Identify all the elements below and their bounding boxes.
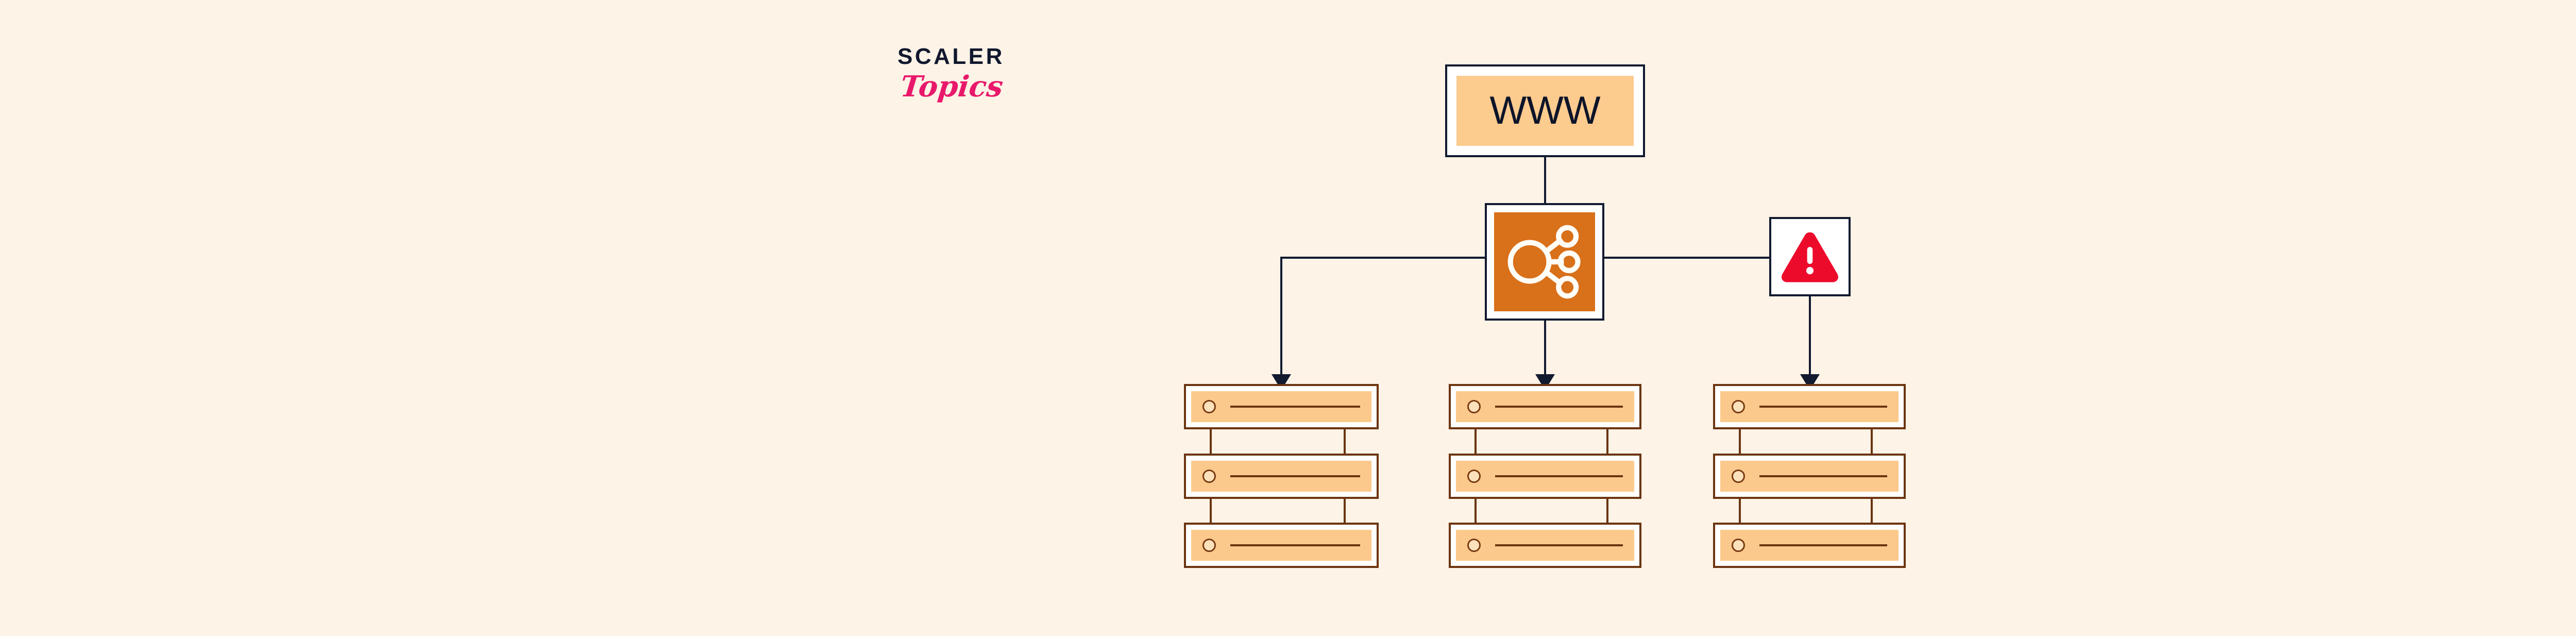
load-balancer-node[interactable] (1485, 203, 1604, 321)
server-rack-2-3-slot-line (1495, 544, 1623, 546)
server-rack-1-2[interactable] (1184, 454, 1379, 499)
server-rack-1-2-led-icon (1202, 470, 1216, 483)
server-stack-1 (1184, 384, 1379, 568)
rack-connector-1-left-a (1210, 429, 1212, 454)
server-rack-1-2-fill (1191, 461, 1371, 492)
server-rack-1-1-slot-line (1230, 406, 1360, 408)
server-rack-3-2-led-icon (1732, 470, 1745, 483)
server-rack-1-3-led-icon (1202, 539, 1216, 552)
connector-lb-middle-vertical (1544, 320, 1546, 376)
connector-warning-vertical (1809, 296, 1811, 376)
www-node-fill: WWW (1456, 76, 1634, 146)
server-rack-2-2[interactable] (1449, 454, 1641, 499)
server-rack-2-3-fill (1456, 530, 1634, 561)
rack-connector-2-left-a (1475, 429, 1477, 454)
server-rack-3-2-slot-line (1759, 475, 1887, 477)
rack-connector-2-right-a (1606, 429, 1608, 454)
server-rack-3-2-fill (1720, 461, 1899, 492)
server-rack-3-3-slot-line (1759, 544, 1887, 546)
server-rack-3-3-led-icon (1732, 539, 1745, 552)
server-stack-2 (1449, 384, 1641, 568)
load-balancer-icon (1507, 225, 1581, 299)
server-rack-2-2-fill (1456, 461, 1634, 492)
server-rack-2-1-slot-line (1495, 406, 1623, 408)
logo-wordmark-scaler: SCALER (897, 44, 1005, 69)
rack-connector-3-left-b (1739, 498, 1741, 523)
server-rack-3-3[interactable] (1713, 523, 1906, 568)
www-node-label: WWW (1489, 89, 1601, 132)
server-rack-2-1-fill (1456, 391, 1634, 422)
server-rack-2-3-led-icon (1467, 539, 1481, 552)
rack-connector-1-right-a (1344, 429, 1346, 454)
server-stack-3 (1713, 384, 1906, 568)
scaler-topics-logo: SCALER Topics (897, 45, 1031, 123)
connector-lb-left-horizontal (1280, 257, 1486, 259)
server-rack-3-1[interactable] (1713, 384, 1906, 429)
rack-connector-3-left-a (1739, 429, 1741, 454)
www-node[interactable]: WWW (1445, 64, 1645, 157)
server-rack-3-1-slot-line (1759, 406, 1887, 408)
server-rack-1-3-slot-line (1230, 544, 1360, 546)
load-balancer-node-fill (1494, 212, 1595, 311)
logo-script-topics: Topics (899, 70, 1005, 104)
rack-connector-3-right-a (1871, 429, 1873, 454)
server-rack-1-1-led-icon (1202, 400, 1216, 413)
rack-connector-3-right-b (1871, 498, 1873, 523)
rack-connector-1-right-b (1344, 498, 1346, 523)
rack-connector-2-right-b (1606, 498, 1608, 523)
rack-connector-1-left-b (1210, 498, 1212, 523)
server-rack-3-1-led-icon (1732, 400, 1745, 413)
connector-lb-left-vertical (1280, 257, 1282, 376)
server-rack-1-3-fill (1191, 530, 1371, 561)
server-rack-2-2-slot-line (1495, 475, 1623, 477)
server-rack-2-1[interactable] (1449, 384, 1641, 429)
server-rack-2-3[interactable] (1449, 523, 1641, 568)
server-rack-1-2-slot-line (1230, 475, 1360, 477)
connector-lb-to-warning (1604, 257, 1770, 259)
server-rack-3-1-fill (1720, 391, 1899, 422)
server-rack-3-3-fill (1720, 530, 1899, 561)
server-rack-1-3[interactable] (1184, 523, 1379, 568)
warning-node[interactable] (1769, 217, 1851, 296)
warning-triangle-icon (1782, 232, 1838, 282)
server-rack-2-2-led-icon (1467, 470, 1481, 483)
server-rack-1-1-fill (1191, 391, 1371, 422)
server-rack-3-2[interactable] (1713, 454, 1906, 499)
connector-www-to-load-balancer (1544, 156, 1546, 204)
server-rack-1-1[interactable] (1184, 384, 1379, 429)
rack-connector-2-left-b (1475, 498, 1477, 523)
server-rack-2-1-led-icon (1467, 400, 1481, 413)
